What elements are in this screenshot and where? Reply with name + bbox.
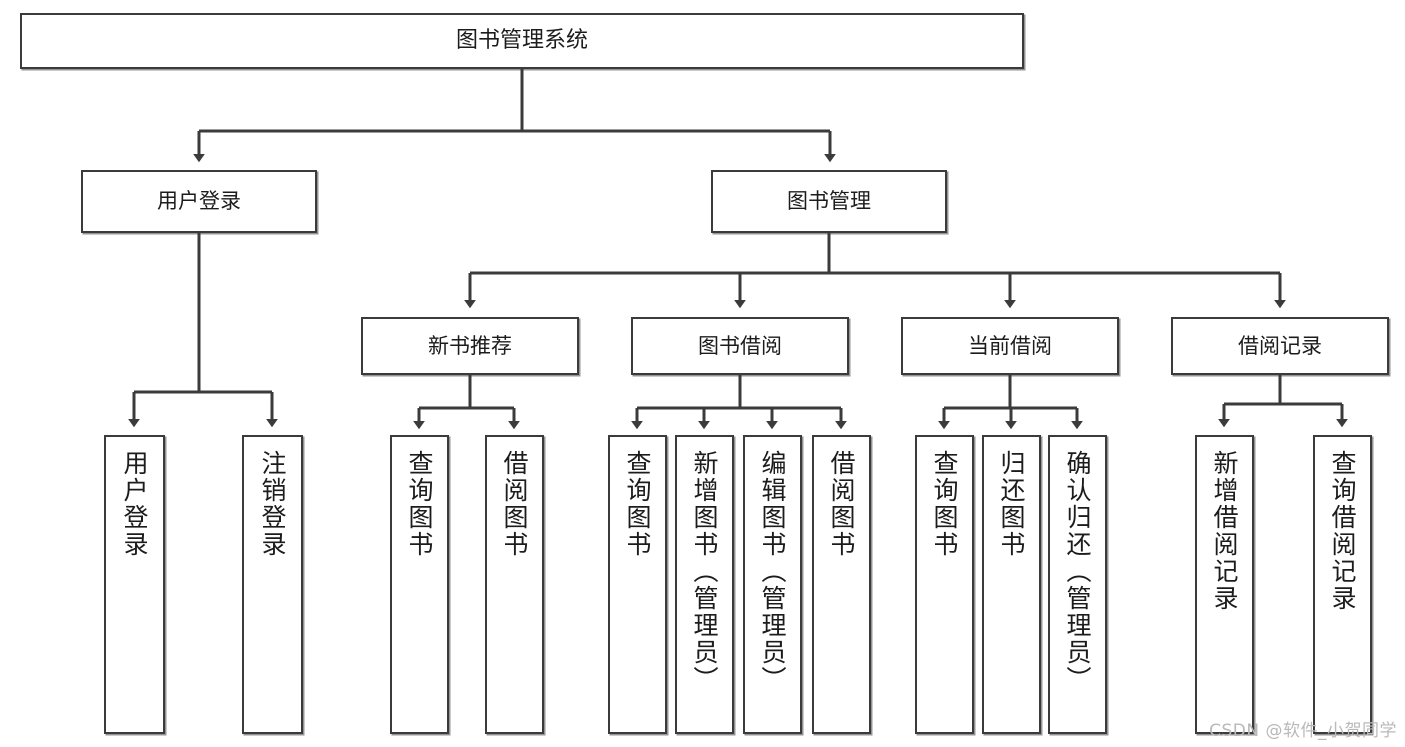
leaf-return-book[interactable]: 归还图书 (982, 435, 1041, 734)
leaf-user-login-label: 用户登录 (120, 450, 149, 558)
leaf-query-book-recommend-label: 查询图书 (405, 450, 434, 558)
node-book-management-label: 图书管理 (787, 189, 871, 214)
node-root-label: 图书管理系统 (455, 28, 588, 54)
leaf-borrow-book-recommend[interactable]: 借阅图书 (485, 435, 544, 734)
node-borrow-record-label: 借阅记录 (1238, 333, 1322, 358)
leaf-add-borrow-record[interactable]: 新增借阅记录 (1195, 435, 1254, 734)
leaf-query-book-borrow[interactable]: 查询图书 (608, 435, 667, 734)
node-borrow-record[interactable]: 借阅记录 (1171, 317, 1389, 375)
leaf-query-book-current[interactable]: 查询图书 (915, 435, 974, 734)
leaf-borrow-book[interactable]: 借阅图书 (812, 435, 871, 734)
leaf-query-book-recommend[interactable]: 查询图书 (390, 435, 449, 734)
node-new-book-recommend-label: 新书推荐 (428, 333, 512, 358)
leaf-query-book-current-label: 查询图书 (930, 450, 959, 558)
leaf-user-logout-label: 注销登录 (258, 450, 287, 558)
node-book-management[interactable]: 图书管理 (711, 170, 947, 233)
leaf-edit-book-admin-label: 编辑图书（管理员） (758, 450, 787, 693)
node-current-borrow-label: 当前借阅 (968, 333, 1052, 358)
leaf-borrow-book-recommend-label: 借阅图书 (500, 450, 529, 558)
leaf-return-book-label: 归还图书 (997, 450, 1026, 558)
leaf-borrow-book-label: 借阅图书 (827, 450, 856, 558)
leaf-query-borrow-record[interactable]: 查询借阅记录 (1313, 435, 1372, 734)
leaf-add-book-admin[interactable]: 新增图书（管理员） (675, 435, 734, 734)
node-root[interactable]: 图书管理系统 (20, 13, 1024, 69)
leaf-user-login[interactable]: 用户登录 (104, 435, 165, 734)
leaf-confirm-return-admin[interactable]: 确认归还（管理员） (1048, 435, 1107, 734)
leaf-add-book-admin-label: 新增图书（管理员） (690, 450, 719, 693)
node-new-book-recommend[interactable]: 新书推荐 (361, 317, 579, 375)
node-user-login[interactable]: 用户登录 (81, 170, 317, 233)
leaf-query-book-borrow-label: 查询图书 (623, 450, 652, 558)
leaf-edit-book-admin[interactable]: 编辑图书（管理员） (743, 435, 802, 734)
leaf-add-borrow-record-label: 新增借阅记录 (1210, 450, 1239, 612)
node-book-borrow[interactable]: 图书借阅 (631, 317, 849, 375)
node-user-login-label: 用户登录 (157, 189, 241, 214)
leaf-confirm-return-admin-label: 确认归还（管理员） (1063, 450, 1092, 693)
node-current-borrow[interactable]: 当前借阅 (901, 317, 1119, 375)
leaf-query-borrow-record-label: 查询借阅记录 (1328, 450, 1357, 612)
leaf-user-logout[interactable]: 注销登录 (242, 435, 303, 734)
node-book-borrow-label: 图书借阅 (698, 333, 782, 358)
